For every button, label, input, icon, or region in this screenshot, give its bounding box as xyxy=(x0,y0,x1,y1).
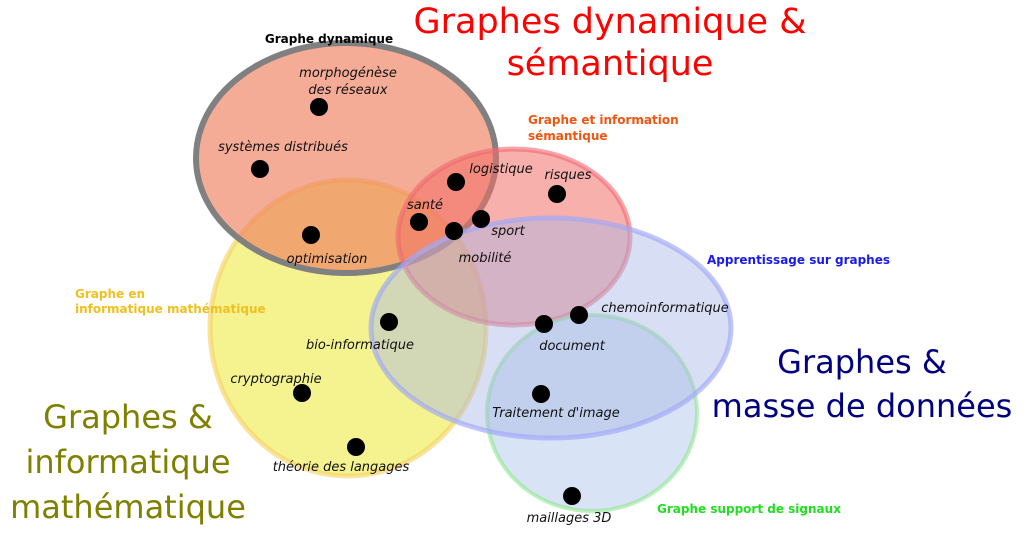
topic-dot-document xyxy=(535,315,553,333)
topic-dot-systemes xyxy=(251,160,269,178)
topic-label-optimisation: optimisation xyxy=(287,252,368,267)
topic-label-theorie: théorie des langages xyxy=(273,460,410,475)
topic-dots xyxy=(251,98,588,505)
topic-label-mobilite: mobilité xyxy=(459,251,512,266)
topic-label-logistique: logistique xyxy=(469,162,532,177)
topic-dot-mobilite xyxy=(445,222,463,240)
topic-dot-maillages xyxy=(563,487,581,505)
topic-label-maillages: maillages 3D xyxy=(527,511,612,526)
set-label-signal: Graphe support de signaux xyxy=(657,502,841,516)
topic-dot-sante xyxy=(410,213,428,231)
topic-label-document: document xyxy=(539,339,605,354)
set-label-learning: Apprentissage sur graphes xyxy=(707,253,890,267)
topic-dot-bio xyxy=(380,313,398,331)
topic-dot-optimisation xyxy=(302,226,320,244)
topic-dot-theorie xyxy=(347,438,365,456)
topic-label-risques: risques xyxy=(545,168,592,183)
topic-dot-sport xyxy=(472,210,490,228)
topic-label-systemes: systèmes distribués xyxy=(218,140,348,155)
topic-label-bio: bio-informatique xyxy=(306,338,414,353)
topic-dot-crypto xyxy=(293,384,311,402)
set-signal-ellipse xyxy=(485,313,699,513)
topic-dot-traitement xyxy=(532,385,550,403)
topic-dot-logistique xyxy=(447,173,465,191)
topic-dot-risques xyxy=(548,185,566,203)
topic-label-sport: sport xyxy=(491,224,525,239)
topic-dot-morphogenese xyxy=(310,98,328,116)
topic-dot-chemo xyxy=(570,306,588,324)
topic-label-sante: santé xyxy=(407,198,443,213)
topic-label-traitement: Traitement d'image xyxy=(492,406,619,421)
topic-label-crypto: cryptographie xyxy=(230,372,321,387)
topic-label-chemo: chemoinformatique xyxy=(601,301,729,316)
title-big-data: Graphes &masse de données xyxy=(712,343,1013,425)
set-label-dynamic: Graphe dynamique xyxy=(265,32,393,46)
set-semantic-ellipse xyxy=(395,146,633,328)
title-dynamic-semantic: Graphes dynamique &sémantique xyxy=(414,2,807,84)
